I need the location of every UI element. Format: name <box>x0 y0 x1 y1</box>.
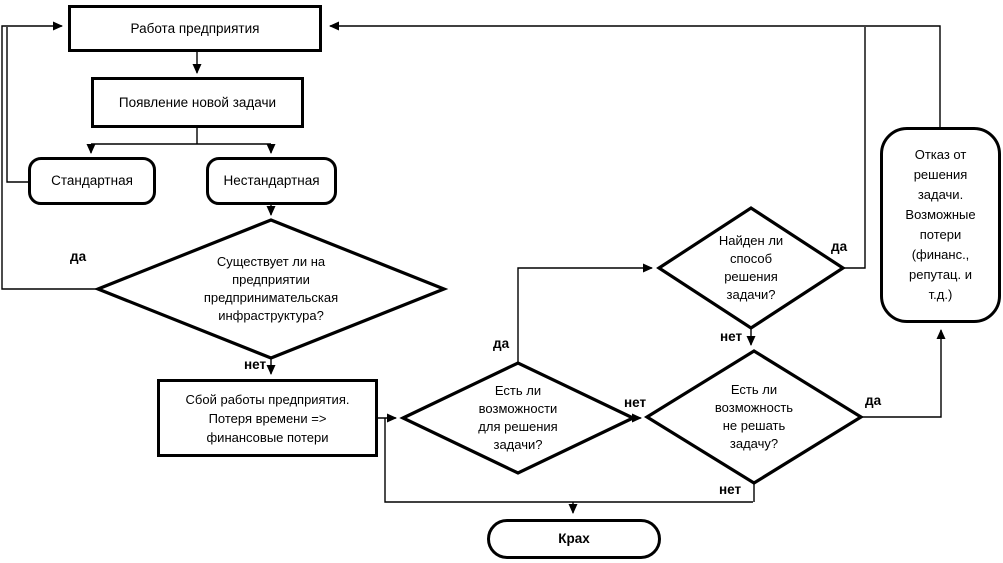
label-possibilities-yes: да <box>493 336 510 351</box>
edge-newtask-split-bar <box>91 127 271 145</box>
node-nonstandard-task: Нестандартная <box>206 157 337 205</box>
edge-found-yes-loop <box>843 27 866 269</box>
edge-skip-yes-to-refusal <box>861 329 946 418</box>
node-enterprise-work: Работа предприятия <box>68 5 322 52</box>
decision-possibilities-shape <box>399 361 637 475</box>
edge-infra-yes-to-work <box>1 21 98 290</box>
label-infra-no: нет <box>244 357 267 372</box>
edge-possibilities-yes-to-found <box>517 263 653 363</box>
edge-standard-to-loop <box>6 27 28 183</box>
label-possibilities-no: нет <box>624 395 647 410</box>
node-new-task: Появление новой задачи <box>91 77 304 128</box>
label-skip-no: нет <box>719 482 742 497</box>
node-crash-terminator: Крах <box>487 519 661 559</box>
label-found-no: нет <box>720 329 743 344</box>
decision-found-shape <box>656 206 846 330</box>
label-skip-yes: да <box>865 393 882 408</box>
node-standard-task: Стандартная <box>28 157 156 205</box>
node-refusal-losses: Отказ от решения задачи. Возможные потер… <box>880 127 1001 323</box>
edge-bottom-path <box>384 418 755 503</box>
edge-refusal-top-return-to-work <box>329 21 941 127</box>
label-infra-yes: да <box>70 249 87 264</box>
decision-infrastructure-shape <box>93 218 449 360</box>
label-found-yes: да <box>831 239 848 254</box>
decision-skip-shape <box>643 349 865 485</box>
node-enterprise-failure: Сбой работы предприятия. Потеря времени … <box>157 379 378 457</box>
